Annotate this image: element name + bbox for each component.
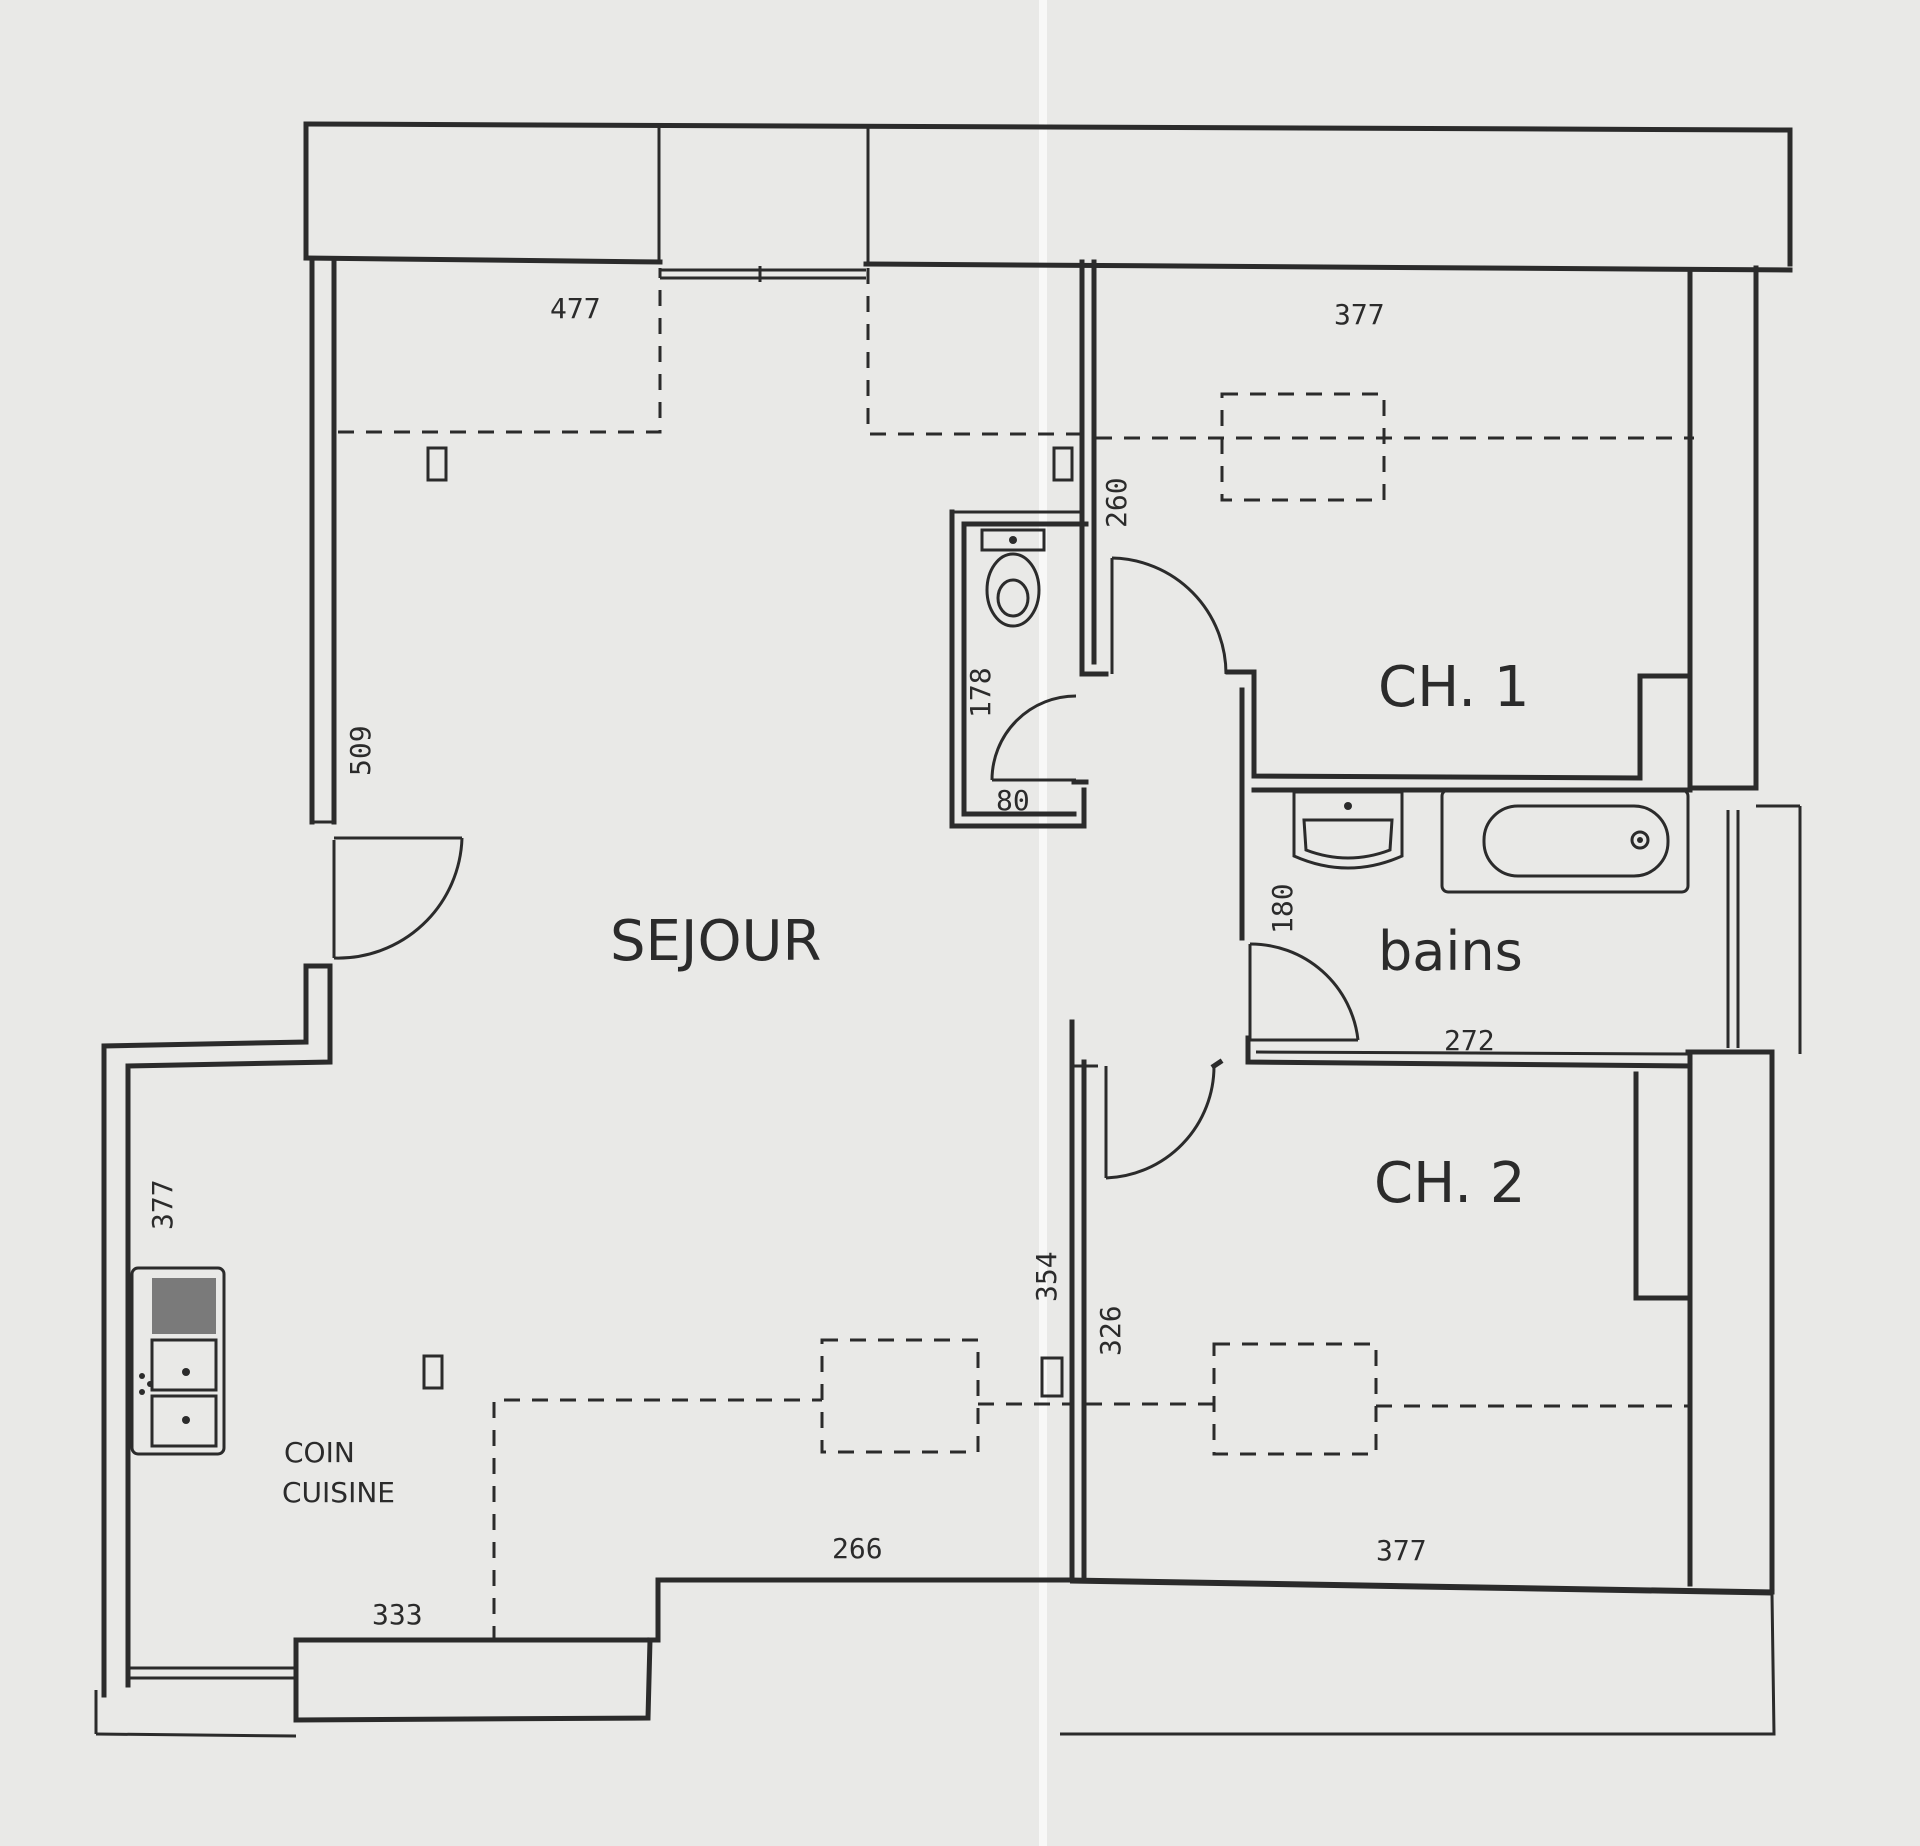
radiator-mark bbox=[426, 446, 448, 482]
wc-door-swing bbox=[990, 694, 1077, 781]
dimension-sejour-top: 477 bbox=[550, 292, 601, 325]
room-label-bains: bains bbox=[1378, 920, 1523, 983]
entry-door-swing bbox=[333, 837, 464, 960]
dimension-ch2-left: 354 bbox=[1030, 1251, 1063, 1302]
bains-door-swing bbox=[1249, 942, 1360, 1041]
dimension-wc-width: 80 bbox=[996, 784, 1030, 817]
room-label-ch2: CH. 2 bbox=[1374, 1151, 1525, 1216]
doors bbox=[332, 556, 1360, 1180]
ch2-door-swing bbox=[1105, 1065, 1216, 1180]
radiator-mark bbox=[1052, 446, 1074, 482]
room-label-cuisine: CUISINE bbox=[282, 1476, 395, 1509]
kitchen-sink-icon bbox=[130, 1266, 226, 1456]
ch1-door-swing bbox=[1111, 556, 1228, 675]
dimension-bains-depth: 180 bbox=[1266, 883, 1299, 934]
dimension-kitchen-width: 333 bbox=[372, 1598, 423, 1631]
dimension-sejour-bottom: 266 bbox=[832, 1532, 883, 1565]
dimension-wc-depth: 178 bbox=[964, 667, 997, 718]
toilet-icon bbox=[980, 528, 1046, 628]
radiator-mark bbox=[1040, 1356, 1064, 1398]
bathtub-icon bbox=[1440, 788, 1690, 894]
balcony-top bbox=[303, 121, 1793, 282]
dimension-bains-width: 272 bbox=[1444, 1024, 1495, 1057]
dimension-ch1-depth: 260 bbox=[1100, 477, 1133, 528]
dimension-ch2-depth: 326 bbox=[1094, 1305, 1127, 1356]
drainer-grid bbox=[152, 1278, 216, 1334]
room-label-coin: COIN bbox=[284, 1436, 355, 1469]
exterior-walls bbox=[94, 257, 1802, 1738]
room-label-ch1: CH. 1 bbox=[1378, 655, 1529, 720]
dimension-ch1-width: 377 bbox=[1334, 298, 1385, 331]
dimension-ch2-width: 377 bbox=[1376, 1534, 1427, 1567]
dimension-sejour-left: 509 bbox=[344, 725, 377, 776]
dashed-lines bbox=[338, 268, 1694, 1642]
washbasin-icon bbox=[1292, 790, 1404, 870]
wall-marks bbox=[422, 446, 1074, 1398]
room-label-sejour: SEJOUR bbox=[610, 909, 821, 974]
radiator-mark bbox=[422, 1354, 444, 1390]
dimension-kitchen-depth: 377 bbox=[146, 1179, 179, 1230]
